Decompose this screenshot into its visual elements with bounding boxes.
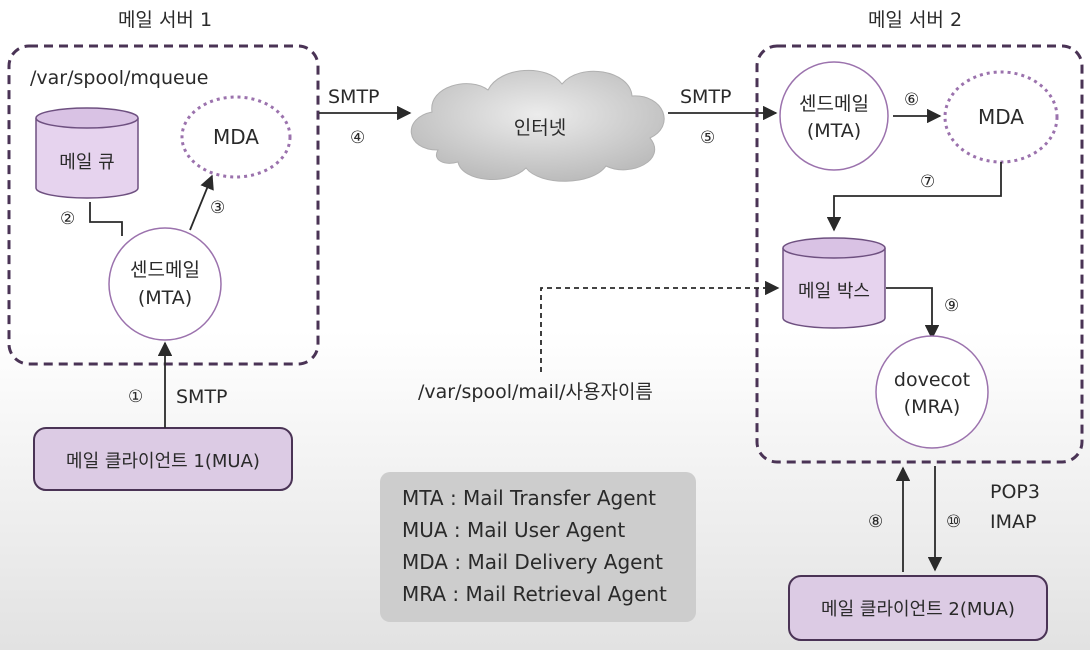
- internet-label: 인터넷: [514, 117, 566, 139]
- smtp-out-label: SMTP: [328, 86, 380, 108]
- mailbox-path-arrow: [540, 280, 780, 372]
- step-6-label: ⑥: [904, 90, 919, 110]
- mailbox-to-mra-arrow: [886, 287, 940, 340]
- server1-queue-path: /var/spool/mqueue: [30, 67, 208, 89]
- step-10-label: ⑩: [946, 512, 961, 532]
- legend-mua: MUA : Mail User Agent: [402, 518, 626, 542]
- server1-mda-label: MDA: [213, 125, 259, 149]
- legend-mta: MTA : Mail Transfer Agent: [402, 486, 657, 510]
- mailbox-path-label: /var/spool/mail/사용자이름: [418, 381, 653, 403]
- mail-client-2-label: 메일 클라이언트 2(MUA): [821, 599, 1015, 620]
- mail-client-1-box: [33, 427, 293, 491]
- step-1-label: ①: [128, 387, 143, 407]
- step-3-label: ③: [210, 198, 225, 218]
- mailbox-cylinder: 메일 박스: [782, 237, 886, 329]
- step-8-label: ⑧: [868, 512, 883, 532]
- server1-mda-circle: [180, 95, 292, 179]
- step-7-label: ⑦: [920, 172, 935, 192]
- step-5-label: ⑤: [700, 128, 715, 148]
- mail-client-2-box: [788, 575, 1048, 641]
- mta-to-mda-arrow: [189, 174, 214, 231]
- step-9-label: ⑨: [944, 296, 959, 316]
- server2-title: 메일 서버 2: [868, 9, 962, 31]
- server2-box: [755, 44, 1084, 464]
- pop3-label: POP3: [990, 481, 1040, 503]
- server1-box: [7, 44, 320, 366]
- smtp-client-label: SMTP: [176, 386, 228, 408]
- step-4-label: ④: [350, 128, 365, 148]
- server1-mta-circle: [108, 227, 222, 341]
- server2-mda-label: MDA: [978, 105, 1024, 129]
- server1-mta-line2: (MTA): [138, 287, 192, 309]
- dovecot-line2: (MRA): [904, 396, 961, 418]
- mail-client-1-label: 메일 클라이언트 1(MUA): [66, 451, 260, 472]
- mailbox-label: 메일 박스: [798, 281, 870, 302]
- dovecot-line1: dovecot: [894, 369, 970, 391]
- mail-queue-label: 메일 큐: [59, 152, 114, 173]
- smtp-in-label: SMTP: [680, 86, 732, 108]
- queue-to-mta-line: [89, 202, 123, 236]
- dovecot-mra-circle: [875, 335, 989, 449]
- legend-box: MTA : Mail Transfer Agent MUA : Mail Use…: [380, 472, 696, 622]
- server2-mta-line1: 센드메일: [799, 93, 869, 115]
- mail-queue-cylinder: 메일 큐: [35, 107, 139, 199]
- step-2-label: ②: [60, 209, 75, 229]
- server2-mta-line2: (MTA): [807, 120, 861, 142]
- legend-mda: MDA : Mail Delivery Agent: [402, 550, 663, 574]
- server1-mta-line1: 센드메일: [130, 259, 200, 281]
- mda-to-mailbox-arrow: [826, 162, 1002, 232]
- server2-mta-circle: [779, 61, 889, 171]
- legend-mra: MRA : Mail Retrieval Agent: [402, 582, 667, 606]
- server1-title: 메일 서버 1: [118, 9, 212, 31]
- imap-label: IMAP: [990, 511, 1036, 533]
- internet-cloud: 인터넷: [410, 70, 665, 182]
